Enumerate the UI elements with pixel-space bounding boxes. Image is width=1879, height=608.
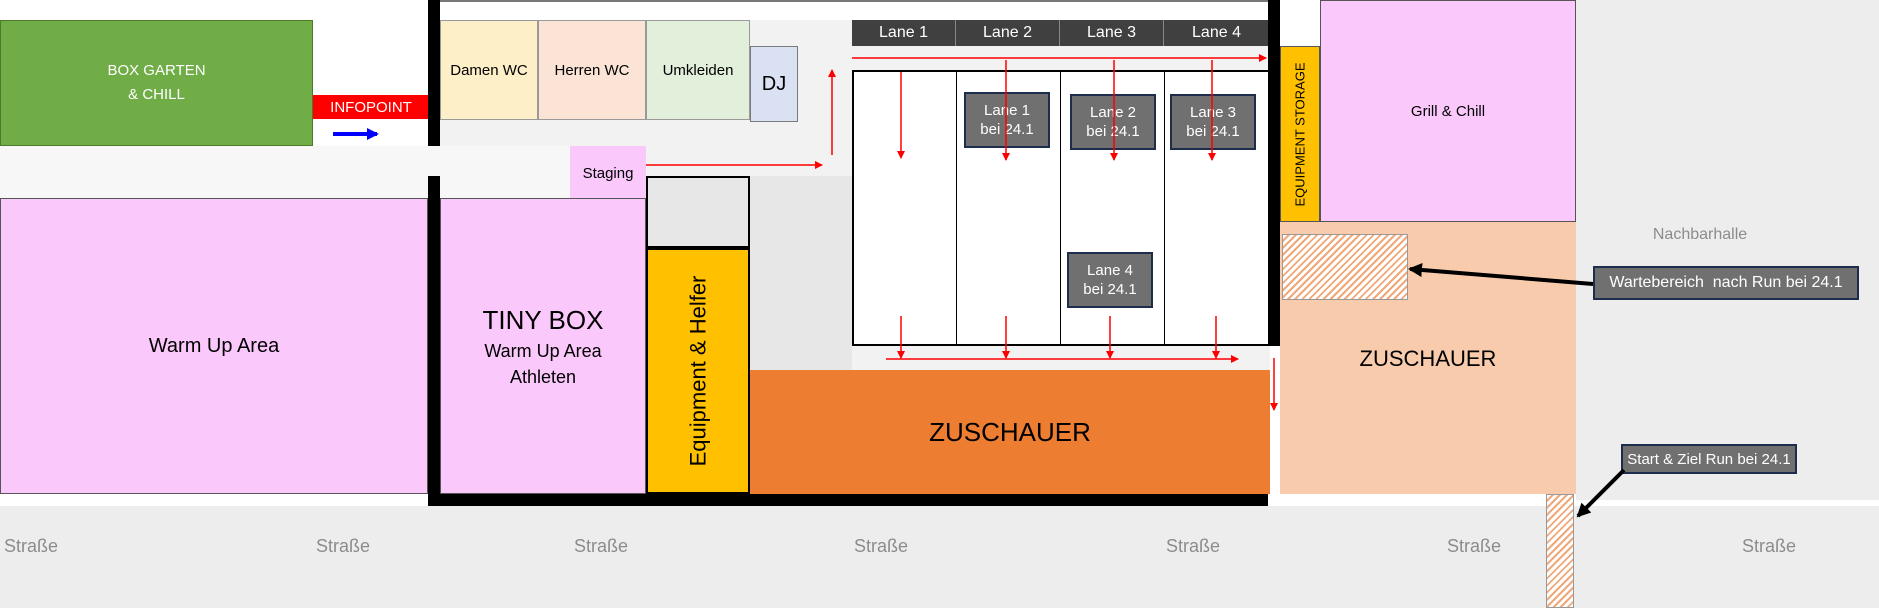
herren-wc-label: Herren WC bbox=[554, 61, 630, 79]
lane-divider-3 bbox=[1164, 70, 1165, 346]
lane-4-label-line-1: Lane 4 bbox=[1087, 262, 1133, 279]
street-label-7: Straße bbox=[1742, 536, 1797, 556]
lane-header-1-label: Lane 1 bbox=[879, 24, 928, 41]
street-label-2: Straße bbox=[316, 536, 371, 556]
lane-header-4-label: Lane 4 bbox=[1192, 24, 1241, 41]
corridor-left-passage bbox=[0, 146, 570, 198]
zuschauer-main-area: ZUSCHAUER bbox=[750, 370, 1270, 494]
tiny-box-line-2: Warm Up Area bbox=[484, 341, 602, 361]
lane-divider-1 bbox=[956, 70, 957, 346]
lane-header-1: Lane 1 bbox=[852, 20, 956, 46]
staging-area: Staging bbox=[570, 146, 646, 200]
wall-left-top bbox=[428, 0, 440, 146]
lane-3-label-line-1: Lane 3 bbox=[1190, 104, 1236, 121]
street-label-3: Straße bbox=[574, 536, 629, 556]
damen-wc: Damen WC bbox=[440, 20, 538, 120]
infopoint: INFOPOINT bbox=[313, 95, 429, 119]
dj-booth: DJ bbox=[750, 46, 798, 122]
grill-chill-label: Grill & Chill bbox=[1410, 102, 1486, 120]
zuschauer-right-label: ZUSCHAUER bbox=[1359, 346, 1497, 371]
lane-2-label-line-2: bei 24.1 bbox=[1086, 123, 1140, 140]
equipment-back-area bbox=[646, 176, 750, 248]
box-garten-label-2: & CHILL bbox=[128, 86, 185, 103]
zuschauer-right-label-wrap: ZUSCHAUER bbox=[1280, 340, 1576, 378]
lane-2-label-box: Lane 2 bei 24.1 bbox=[1070, 94, 1156, 150]
lane-header-2-label: Lane 2 bbox=[983, 24, 1032, 41]
lane-4-label-box: Lane 4 bei 24.1 bbox=[1067, 252, 1153, 308]
lane-3-label-line-2: bei 24.1 bbox=[1186, 123, 1240, 140]
wartebereich-callout: Wartebereich nach Run bei 24.1 bbox=[1593, 266, 1859, 300]
floor-strip bbox=[852, 346, 1270, 370]
staging-label: Staging bbox=[582, 164, 634, 182]
start-ziel-callout: Start & Ziel Run bei 24.1 bbox=[1621, 444, 1797, 474]
dj-label: DJ bbox=[761, 72, 787, 95]
start-ziel-pointer-arrow bbox=[1576, 468, 1626, 518]
lane-header-4: Lane 4 bbox=[1164, 20, 1270, 46]
lane-header-2: Lane 2 bbox=[956, 20, 1060, 46]
lane-1-label-box: Lane 1 bei 24.1 bbox=[964, 92, 1050, 148]
lane-1-label-line-1: Lane 1 bbox=[984, 102, 1030, 119]
equipment-helfer-area: Equipment & Helfer bbox=[646, 248, 750, 494]
tiny-box-title: TINY BOX bbox=[482, 305, 604, 335]
lane-header-3: Lane 3 bbox=[1060, 20, 1164, 46]
lane-header-3-label: Lane 3 bbox=[1087, 24, 1136, 41]
wall-top-thin bbox=[440, 0, 1268, 2]
wall-bottom bbox=[428, 494, 1268, 506]
lane-2-label-line-1: Lane 2 bbox=[1090, 104, 1136, 121]
corridor-middle bbox=[748, 176, 852, 370]
tiny-box: TINY BOX Warm Up Area Athleten bbox=[440, 198, 646, 494]
neighbour-hall-area bbox=[1576, 0, 1879, 500]
street-label-4: Straße bbox=[854, 536, 909, 556]
street-label-6: Straße bbox=[1447, 536, 1502, 556]
street-label-1: Straße bbox=[4, 536, 59, 556]
start-ziel-callout-label: Start & Ziel Run bei 24.1 bbox=[1627, 450, 1791, 468]
lane-area bbox=[852, 70, 1270, 346]
wall-right bbox=[1268, 0, 1280, 346]
grill-chill-area: Grill & Chill bbox=[1320, 0, 1576, 222]
infopoint-label: INFOPOINT bbox=[330, 98, 412, 116]
nachbarhalle-label-wrap: Nachbarhalle bbox=[1620, 222, 1780, 248]
lane-3-label-box: Lane 3 bei 24.1 bbox=[1170, 94, 1256, 150]
equipment-storage: EQUIPMENT STORAGE bbox=[1280, 46, 1320, 222]
street-label-5: Straße bbox=[1166, 536, 1221, 556]
herren-wc: Herren WC bbox=[538, 20, 646, 120]
wall-left-bottom bbox=[428, 176, 440, 506]
umkleiden: Umkleiden bbox=[646, 20, 750, 120]
box-garten-area: BOX GARTEN & CHILL bbox=[0, 20, 313, 146]
damen-wc-label: Damen WC bbox=[450, 61, 528, 79]
umkleiden-label: Umkleiden bbox=[662, 61, 734, 79]
nachbarhalle-label: Nachbarhalle bbox=[1652, 226, 1748, 243]
wartebereich-hatched-area bbox=[1282, 234, 1408, 300]
lane-divider-2 bbox=[1060, 70, 1061, 346]
zuschauer-main-label: ZUSCHAUER bbox=[929, 416, 1091, 447]
tiny-box-line-3: Athleten bbox=[509, 367, 577, 387]
warm-up-area: Warm Up Area bbox=[0, 198, 428, 494]
wartebereich-callout-label: Wartebereich nach Run bei 24.1 bbox=[1609, 274, 1843, 291]
box-garten-label-1: BOX GARTEN bbox=[107, 62, 206, 79]
warm-up-area-label: Warm Up Area bbox=[148, 334, 280, 357]
lane-1-label-line-2: bei 24.1 bbox=[980, 121, 1034, 138]
wartebereich-pointer-arrow bbox=[1408, 263, 1594, 286]
lane-4-label-line-2: bei 24.1 bbox=[1083, 281, 1137, 298]
